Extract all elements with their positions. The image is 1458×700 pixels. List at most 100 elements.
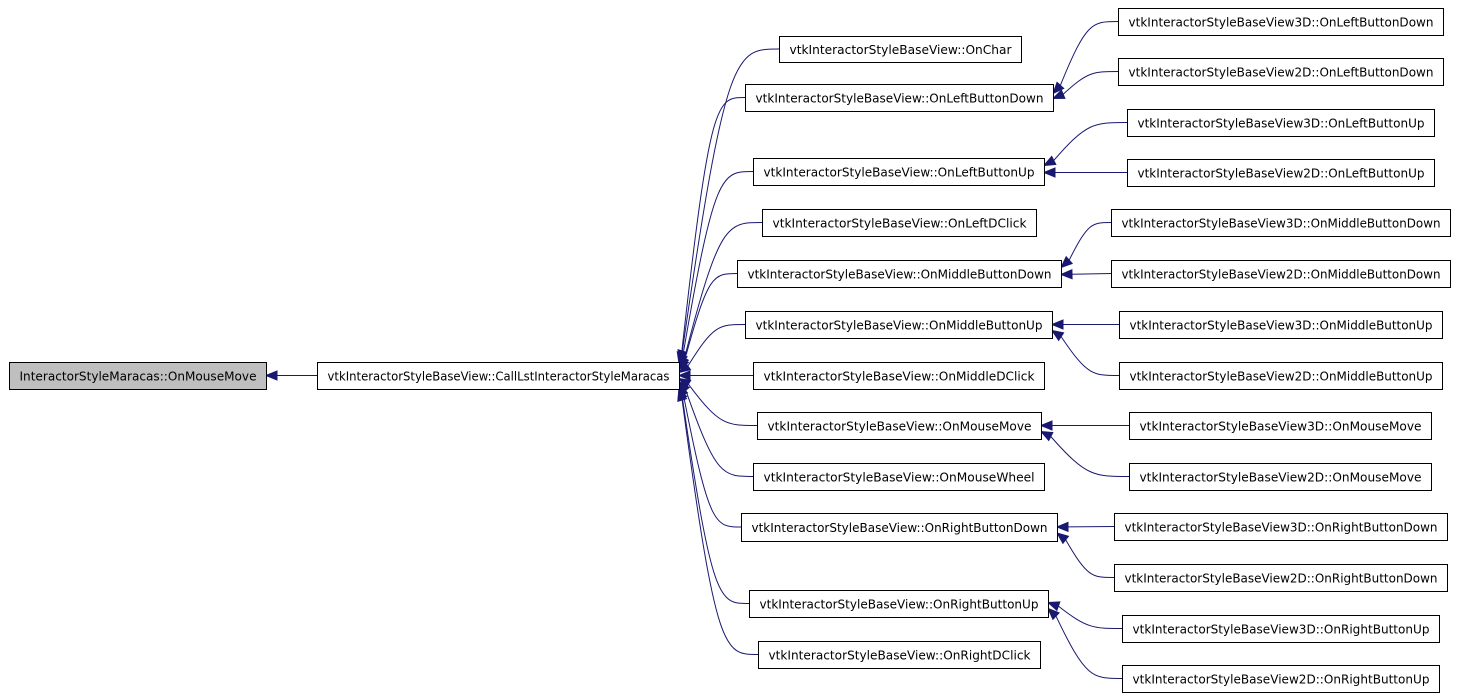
call-edge-mbu2-to-mbu	[1060, 336, 1120, 376]
node-box	[1114, 513, 1448, 541]
node-label: vtkInteractorStyleBaseView::OnMiddleButt…	[748, 267, 1052, 282]
node-label: vtkInteractorStyleBaseView3D::OnLeftButt…	[1138, 116, 1425, 131]
arrowhead-rbd2-to-rbd	[1055, 532, 1070, 545]
node-rbd2[interactable]: vtkInteractorStyleBaseView2D::OnRightBut…	[1114, 564, 1448, 592]
arrowhead-mbu-to-call	[677, 361, 692, 374]
call-edge-mbu-to-call	[687, 324, 746, 367]
arrowhead-mm2-to-mm	[1039, 430, 1054, 442]
arrowhead-rdc-to-call	[677, 388, 688, 403]
node-box	[758, 641, 1041, 669]
node-mm3[interactable]: vtkInteractorStyleBaseView3D::OnMouseMov…	[1129, 412, 1432, 440]
call-edge-mm2-to-mm	[1050, 436, 1130, 477]
node-rbu2[interactable]: vtkInteractorStyleBaseView2D::OnRightBut…	[1122, 665, 1440, 693]
call-edge-rbu2-to-rbu	[1055, 615, 1123, 679]
node-box	[1114, 564, 1448, 592]
arrowhead-lbu3-to-lbu	[1042, 155, 1057, 167]
node-rbd[interactable]: vtkInteractorStyleBaseView::OnRightButto…	[741, 513, 1058, 542]
node-label: vtkInteractorStyleBaseView::OnMouseWheel	[764, 470, 1035, 485]
node-mdc[interactable]: vtkInteractorStyleBaseView::OnMiddleDCli…	[753, 362, 1045, 390]
call-edge-lbu3-to-lbu	[1053, 122, 1128, 161]
arrowhead-mbu3-to-mbu	[1050, 319, 1064, 330]
call-edge-onchar-to-call	[681, 48, 780, 352]
node-label: vtkInteractorStyleBaseView3D::OnMiddleBu…	[1122, 216, 1441, 231]
node-box	[779, 36, 1022, 63]
node-label: vtkInteractorStyleBaseView2D::OnMiddleBu…	[1130, 369, 1433, 384]
node-box	[1118, 58, 1444, 86]
node-label: vtkInteractorStyleBaseView3D::OnLeftButt…	[1129, 15, 1434, 30]
call-edge-lbd2-to-lbd	[1062, 71, 1119, 95]
node-lbu3[interactable]: vtkInteractorStyleBaseView3D::OnLeftButt…	[1127, 109, 1435, 137]
node-mbu3[interactable]: vtkInteractorStyleBaseView3D::OnMiddleBu…	[1119, 311, 1443, 339]
node-label: vtkInteractorStyleBaseView::CallLstInter…	[328, 369, 670, 384]
node-rbu3[interactable]: vtkInteractorStyleBaseView3D::OnRightBut…	[1122, 615, 1440, 643]
node-box	[757, 412, 1042, 440]
node-mm[interactable]: vtkInteractorStyleBaseView::OnMouseMove	[757, 412, 1042, 440]
node-label: vtkInteractorStyleBaseView::OnRightDClic…	[769, 648, 1032, 663]
node-box	[1111, 209, 1451, 237]
node-label: vtkInteractorStyleBaseView::OnRightButto…	[752, 520, 1048, 535]
call-edge-mm-to-call	[688, 383, 758, 426]
node-box	[1122, 615, 1440, 643]
call-edge-ldc-to-call	[683, 222, 763, 359]
node-box	[745, 84, 1054, 112]
node-label: vtkInteractorStyleBaseView::OnMouseMove	[768, 419, 1032, 434]
arrowhead-mbd3-to-mbd	[1060, 255, 1074, 269]
call-edge-lbu-to-call	[682, 171, 754, 356]
arrowhead-rbd3-to-rbd	[1055, 521, 1069, 533]
node-rdc[interactable]: vtkInteractorStyleBaseView::OnRightDClic…	[758, 641, 1041, 669]
node-label: vtkInteractorStyleBaseView::OnMiddleButt…	[756, 318, 1043, 333]
call-edge-rbd-to-call	[682, 394, 742, 528]
node-label: InteractorStyleMaracas::OnMouseMove	[20, 369, 257, 384]
node-box	[317, 362, 680, 390]
node-label: vtkInteractorStyleBaseView2D::OnMouseMov…	[1140, 470, 1422, 485]
call-edge-rbu3-to-rbu	[1058, 605, 1123, 629]
node-box	[762, 209, 1037, 237]
node-lbd3[interactable]: vtkInteractorStyleBaseView3D::OnLeftButt…	[1118, 8, 1444, 36]
node-label: vtkInteractorStyleBaseView::OnRightButto…	[760, 597, 1039, 612]
call-edge-rbu-to-call	[681, 397, 750, 604]
node-root: InteractorStyleMaracas::OnMouseMove	[9, 362, 267, 390]
call-edge-rdc-to-call	[681, 399, 759, 655]
node-lbu2[interactable]: vtkInteractorStyleBaseView2D::OnLeftButt…	[1127, 159, 1435, 187]
node-mbd2[interactable]: vtkInteractorStyleBaseView2D::OnMiddleBu…	[1111, 260, 1451, 288]
node-mbu[interactable]: vtkInteractorStyleBaseView::OnMiddleButt…	[745, 311, 1053, 339]
node-box	[741, 513, 1058, 542]
call-edge-mbd3-to-mbd	[1068, 222, 1112, 261]
edges-layer	[264, 21, 1130, 679]
node-box	[9, 362, 267, 390]
node-box	[1129, 412, 1432, 440]
node-label: vtkInteractorStyleBaseView2D::OnLeftButt…	[1129, 65, 1434, 80]
node-label: vtkInteractorStyleBaseView2D::OnRightBut…	[1133, 672, 1430, 687]
node-mbd[interactable]: vtkInteractorStyleBaseView::OnMiddleButt…	[737, 260, 1062, 288]
node-lbd[interactable]: vtkInteractorStyleBaseView::OnLeftButton…	[745, 84, 1054, 112]
node-mbd3[interactable]: vtkInteractorStyleBaseView3D::OnMiddleBu…	[1111, 209, 1451, 237]
node-lbd2[interactable]: vtkInteractorStyleBaseView2D::OnLeftButt…	[1118, 58, 1444, 86]
node-label: vtkInteractorStyleBaseView::OnMiddleDCli…	[764, 369, 1036, 384]
arrowhead-mm3-to-mm	[1039, 420, 1053, 431]
node-box	[753, 362, 1045, 390]
node-mm2[interactable]: vtkInteractorStyleBaseView2D::OnMouseMov…	[1129, 463, 1432, 491]
node-call[interactable]: vtkInteractorStyleBaseView::CallLstInter…	[317, 362, 680, 390]
node-lbu[interactable]: vtkInteractorStyleBaseView::OnLeftButton…	[753, 158, 1045, 186]
node-box	[753, 158, 1045, 186]
node-ldc[interactable]: vtkInteractorStyleBaseView::OnLeftDClick	[762, 209, 1037, 237]
node-mw[interactable]: vtkInteractorStyleBaseView::OnMouseWheel	[753, 463, 1045, 491]
node-label: vtkInteractorStyleBaseView2D::OnRightBut…	[1125, 571, 1438, 586]
arrowhead-lbd3-to-lbd	[1052, 81, 1065, 95]
call-edge-rbd2-to-rbd	[1065, 539, 1115, 578]
node-rbd3[interactable]: vtkInteractorStyleBaseView3D::OnRightBut…	[1114, 513, 1448, 541]
node-label: vtkInteractorStyleBaseView::OnLeftDClick	[773, 216, 1028, 231]
node-box	[737, 260, 1062, 288]
node-box	[745, 311, 1053, 339]
node-mbu2[interactable]: vtkInteractorStyleBaseView2D::OnMiddleBu…	[1119, 362, 1443, 390]
arrowhead-lbd2-to-lbd	[1051, 89, 1066, 100]
node-onchar[interactable]: vtkInteractorStyleBaseView::OnChar	[779, 36, 1022, 63]
node-label: vtkInteractorStyleBaseView::OnChar	[790, 42, 1013, 57]
arrowhead-call-to-root	[264, 370, 278, 381]
call-edge-mbd2-to-mbd	[1071, 273, 1112, 275]
node-label: vtkInteractorStyleBaseView2D::OnMiddleBu…	[1122, 267, 1441, 282]
node-rbu[interactable]: vtkInteractorStyleBaseView::OnRightButto…	[749, 590, 1049, 618]
node-label: vtkInteractorStyleBaseView::OnLeftButton…	[764, 165, 1035, 180]
